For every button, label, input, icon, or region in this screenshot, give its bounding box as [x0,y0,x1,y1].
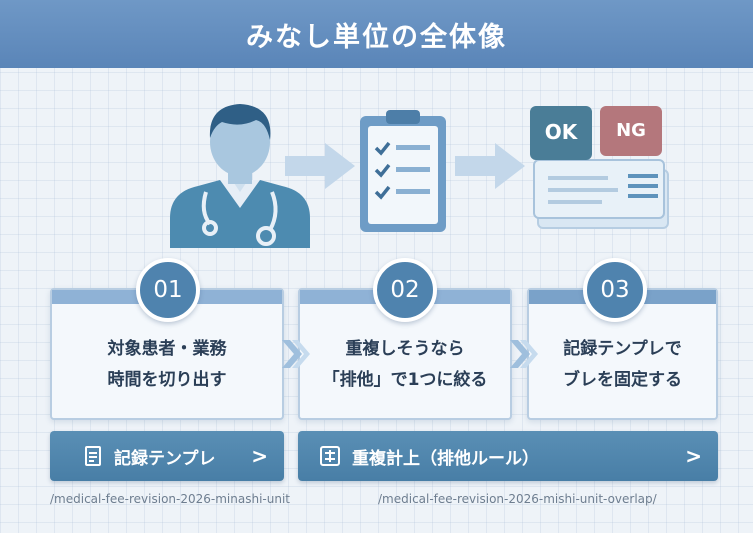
button-label: 重複計上（排他ルール） [352,448,539,469]
step-line: 重複しそうなら [345,339,465,359]
step-text: 記録テンプレで ブレを固定する [529,334,716,396]
ok-label: OK [544,120,578,144]
step-line: 対象患者・業務 [107,339,227,359]
url-link-2[interactable]: /medical-fee-revision-2026-mishi-unit-ov… [378,492,657,506]
step-text: 対象患者・業務 時間を切り出す [52,334,282,396]
ok-ng-cards-icon [530,106,669,229]
arrow-right-icon [455,143,525,189]
step-line: 「排他」で1つに絞る [322,370,488,390]
chevron-right-icon [282,340,310,368]
calculator-icon [320,446,340,466]
step-line: ブレを固定する [563,370,682,390]
overlap-exclusive-rule-button[interactable]: 重複計上（排他ルール） > [298,431,718,481]
step-line: 記録テンプレで [563,339,682,359]
page-title: みなし単位の全体像 [246,21,507,53]
arrow-right-icon [285,143,355,189]
step-line: 時間を切り出す [107,370,227,390]
step-number-badge: 01 [136,258,200,322]
chevron-right-icon: > [251,444,268,468]
ng-label: NG [616,120,646,141]
doctor-icon [170,104,310,248]
clipboard-checklist-icon [360,110,446,232]
url-link-1[interactable]: /medical-fee-revision-2026-minashi-unit [50,492,290,506]
record-template-button[interactable]: 記録テンプレ > [50,431,284,481]
step-number-badge: 02 [373,258,437,322]
chevron-right-icon: > [685,444,702,468]
step-number-badge: 03 [583,258,647,322]
document-icon [84,446,102,466]
chevron-right-icon [510,340,538,368]
title-banner: みなし単位の全体像 [0,0,753,68]
step-text: 重複しそうなら 「排他」で1つに絞る [300,334,510,396]
step-card-2: 重複しそうなら 「排他」で1つに絞る [298,288,512,420]
button-label: 記録テンプレ [114,448,216,469]
